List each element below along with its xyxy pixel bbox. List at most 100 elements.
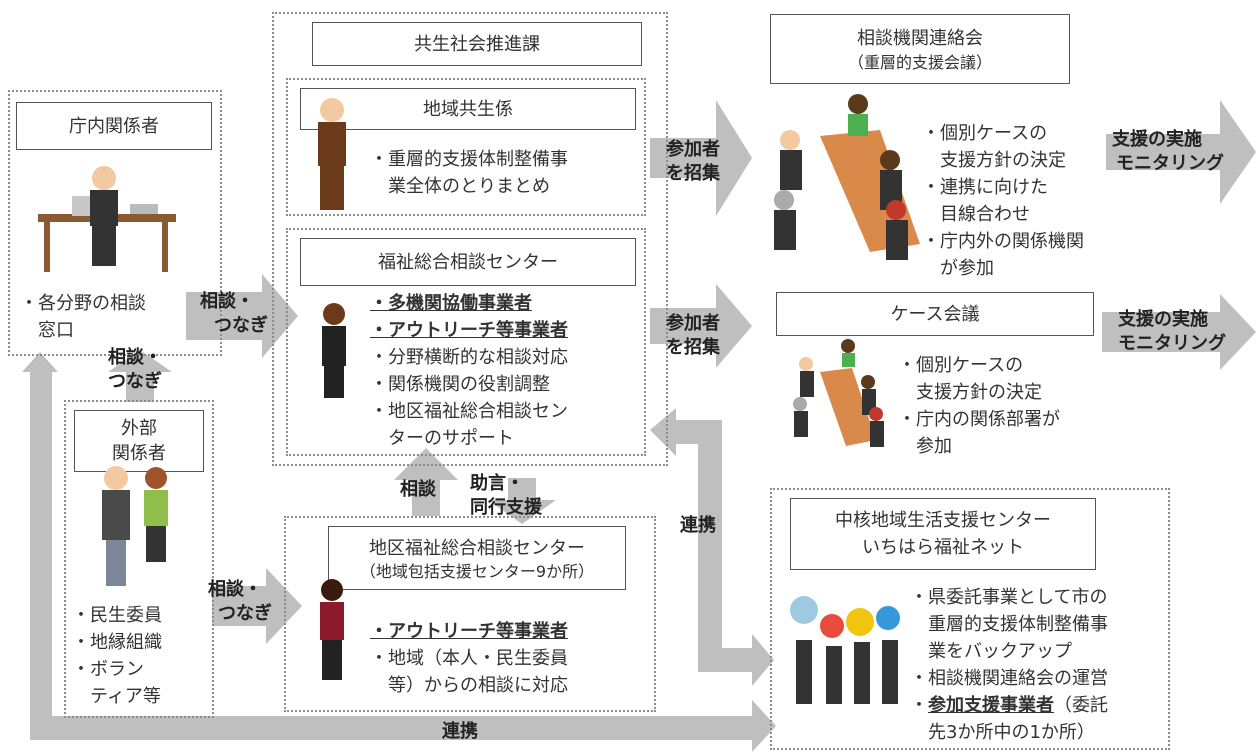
label-r1-a: 参加者 (666, 139, 720, 160)
label-s1-a: 支援の実施 (1112, 129, 1202, 150)
conference-item-3: ・連携に向けた (922, 177, 1048, 198)
arrow-recruit-1 (650, 100, 752, 216)
center-group-panel (272, 12, 668, 466)
conference-item-2: 支援方針の決定 (922, 150, 1066, 171)
label-cc1-a: 相談・ (200, 291, 254, 312)
arrow-external-to-district (212, 568, 302, 644)
section2-item-2: ・関係機関の役割調整 (370, 374, 550, 395)
section1-item-1: ・重層的支援体制整備事 (370, 149, 568, 170)
label-s2-b: モニタリング (1118, 333, 1226, 354)
label-s1-b: モニタリング (1116, 153, 1224, 174)
arrow-support-1 (1106, 100, 1256, 204)
core-title-2: いちはら福祉ネット (862, 537, 1024, 558)
label-adv-a: 助言・ (470, 473, 524, 494)
case-item-3: ・庁内の関係部署が (898, 409, 1060, 430)
section2-item-1: ・分野横断的な相談対応 (370, 347, 568, 368)
external-item-4: ティア等 (72, 686, 161, 707)
external-title-2: 関係者 (112, 443, 166, 464)
label-adv-b: 同行支援 (470, 497, 542, 518)
label-recruit-1: 参加者 を招集 (666, 138, 720, 186)
case-item-2: 支援方針の決定 (898, 382, 1042, 403)
label-advice: 助言・ 同行支援 (470, 472, 542, 520)
label-recruit-2: 参加者 を招集 (666, 312, 720, 360)
external-title: 外部 関係者 (74, 410, 204, 472)
core-title-box: 中核地域生活支援センター いちはら福祉ネット (790, 498, 1096, 570)
section2-bold-1: ・多機関協働事業者 (370, 293, 532, 314)
label-consult: 相談 (400, 479, 436, 500)
section1-title: 地域共生係 (300, 88, 636, 130)
conference-item-6: が参加 (922, 258, 994, 279)
section1-panel (286, 78, 646, 216)
label-cc2-a: 相談・ (208, 579, 262, 600)
core-bold-prefix: ・ (910, 695, 928, 716)
core-item-4: ・相談機関連絡会の運営 (910, 668, 1108, 689)
label-s2-a: 支援の実施 (1118, 309, 1208, 330)
label-cooperation-2: 連携 (442, 721, 478, 742)
section2-item-4: ターのサポート (370, 428, 514, 449)
arrow-support-2 (1102, 294, 1256, 370)
label-cc2-b: つなぎ (218, 603, 272, 624)
conference-item-5: ・庁内外の関係機関 (922, 231, 1084, 252)
office-desc-1: ・各分野の相談 (20, 293, 146, 314)
core-item-2: 重層的支援体制整備事 (910, 614, 1108, 635)
core-item-3: 業をバックアップ (910, 641, 1072, 662)
core-item-6: 先3か所中の1か所） (910, 722, 1095, 743)
arrow-external-up (108, 350, 172, 402)
label-r2-b: を招集 (666, 337, 720, 358)
conference-title-box: 相談機関連絡会 （重層的支援会議） (770, 14, 1070, 84)
core-title-1: 中核地域生活支援センター (835, 510, 1051, 531)
office-title: 庁内関係者 (16, 102, 212, 150)
section2-panel (286, 228, 646, 456)
section2-title: 福祉総合相談センター (300, 238, 636, 286)
label-support-2: 支援の実施 モニタリング (1118, 308, 1226, 356)
district-title-box: 地区福祉総合相談センター （地域包括支援センター9か所） (328, 526, 626, 590)
section2-bold-2: ・アウトリーチ等事業者 (370, 320, 568, 341)
external-item-3: ・ボラン (72, 659, 144, 680)
district-bold: ・アウトリーチ等事業者 (370, 621, 568, 642)
label-cc1-b: つなぎ (214, 315, 268, 336)
district-panel (284, 516, 656, 712)
arrow-center-core (650, 408, 774, 686)
label-support-1: 支援の実施 モニタリング (1112, 128, 1224, 176)
core-bold-suffix: （委託 (1054, 695, 1108, 716)
arrow-advice-down (488, 478, 556, 524)
label-consult-connect-2: 相談・ つなぎ (208, 578, 272, 626)
core-panel (770, 488, 1170, 750)
external-panel (64, 400, 214, 718)
label-r1-b: を招集 (666, 163, 720, 184)
case-item-4: 参加 (898, 436, 952, 457)
core-item-5: ・参加支援事業者（委託 (910, 692, 1108, 719)
district-subtitle: （地域包括支援センター9か所） (359, 561, 595, 581)
core-item-1: ・県委託事業として市の (910, 587, 1108, 608)
arrow-recruit-2 (650, 284, 752, 368)
district-title: 地区福祉総合相談センター (369, 537, 585, 559)
office-desc-2: 窓口 (20, 320, 74, 341)
label-consult-connect-up: 相談・ つなぎ (108, 346, 162, 394)
label-ccu-b: つなぎ (108, 371, 162, 392)
center-header: 共生社会推進課 (312, 22, 642, 66)
label-consult-connect-1: 相談・ つなぎ (200, 290, 268, 338)
conference-title: 相談機関連絡会 (857, 27, 983, 49)
external-item-1: ・民生委員 (72, 605, 162, 626)
conference-subtitle: （重層的支援会議） (847, 52, 992, 72)
district-item-1: ・地域（本人・民生委員 (370, 648, 568, 669)
core-bold-item: 参加支援事業者 (928, 695, 1054, 716)
label-r2-a: 参加者 (666, 313, 720, 334)
case-item-1: ・個別ケースの (898, 355, 1024, 376)
label-ccu-a: 相談・ (108, 347, 162, 368)
arrow-office-to-center (186, 274, 298, 358)
external-item-2: ・地縁組織 (72, 632, 162, 653)
section1-item-2: 業全体のとりまとめ (370, 176, 550, 197)
label-cooperation-1: 連携 (680, 515, 716, 536)
office-panel (8, 90, 222, 356)
section2-item-3: ・地区福祉総合相談セン (370, 401, 568, 422)
